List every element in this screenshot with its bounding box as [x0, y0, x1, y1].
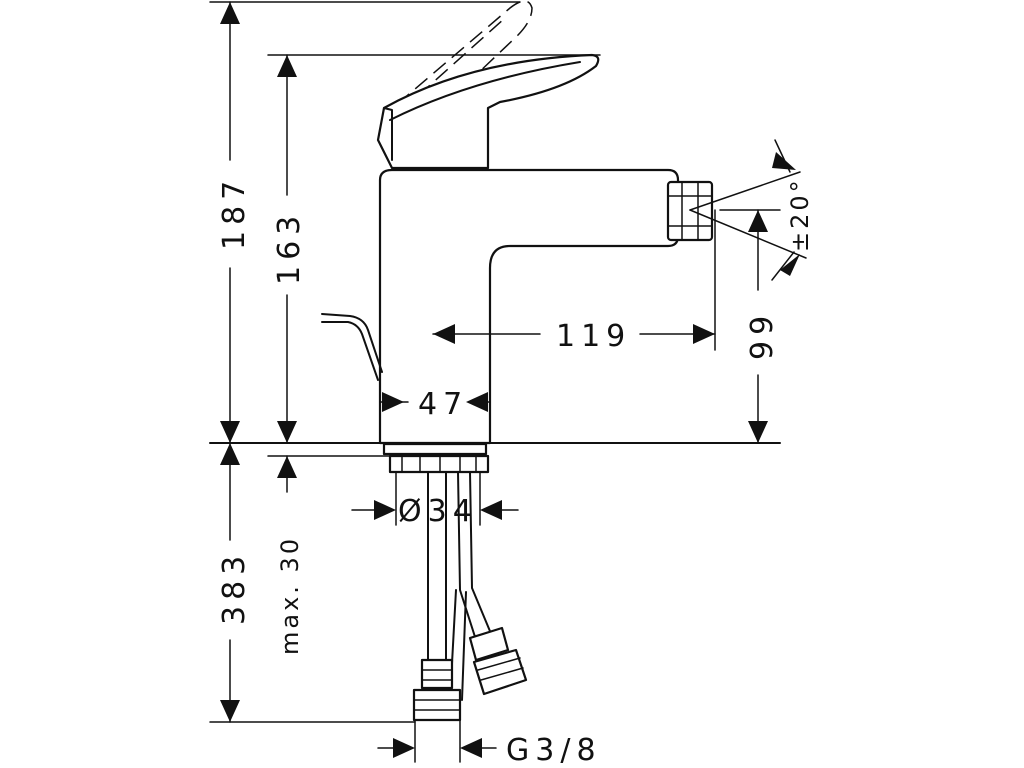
reference-lines [209, 1, 781, 723]
dim-spout-reach: 119 [432, 319, 716, 354]
dim-label-g38: G3/8 [506, 733, 602, 768]
dim-label-119: 119 [556, 319, 631, 354]
dim-label-47: 47 [418, 387, 468, 422]
dim-label-383: 383 [217, 550, 252, 625]
dim-outlet-height: 99 [745, 209, 780, 444]
lever-open-position [383, 0, 533, 151]
supply-hoses [412, 471, 528, 722]
popup-rod [321, 313, 383, 381]
dim-label-163: 163 [272, 210, 307, 285]
dim-label-187: 187 [217, 175, 252, 250]
dim-total-height: 187 [217, 1, 252, 444]
dim-label-99: 99 [745, 310, 780, 360]
dim-body-width: 47 [379, 387, 491, 422]
lever-handle [376, 53, 600, 170]
dim-label-diameter: Ø34 [398, 494, 478, 529]
dim-max-deck: max. 30 [276, 455, 304, 655]
dim-connection: G3/8 [377, 719, 602, 768]
hose-connector-right [468, 626, 528, 696]
dim-spout-height: 163 [272, 54, 307, 444]
dim-label-angle: ±20° [786, 177, 814, 252]
outlet-nozzle [666, 180, 714, 242]
dim-label-max-30: max. 30 [276, 536, 304, 655]
dim-tail-length: 383 [217, 442, 252, 723]
hose-connector-left [412, 658, 462, 722]
mounting-base [382, 442, 490, 474]
dim-swivel-angle: ±20° [689, 139, 814, 281]
dim-diameter: Ø34 [351, 471, 519, 529]
